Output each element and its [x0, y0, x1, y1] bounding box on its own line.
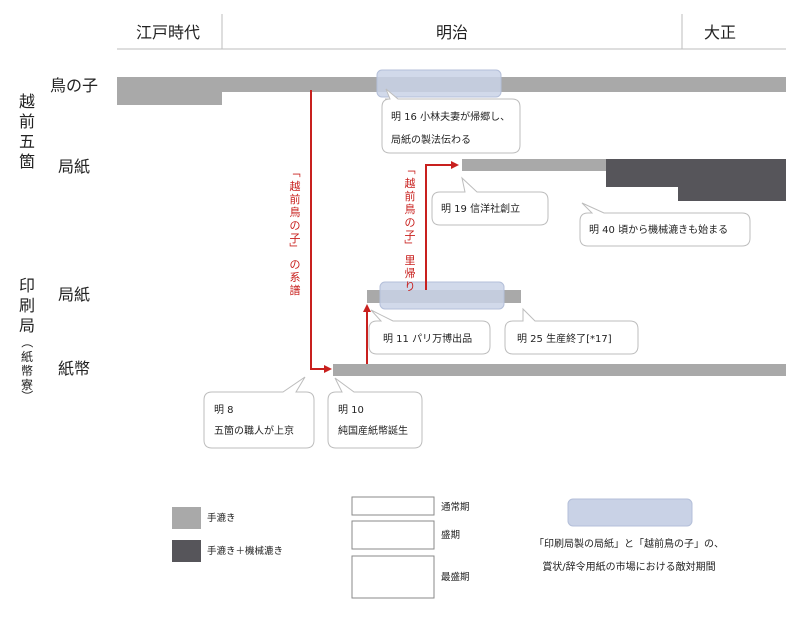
group-sub-char: 紙 [21, 349, 33, 364]
red-char: 」 [403, 240, 416, 251]
callout-text: 局紙の製法伝わる [391, 133, 471, 146]
era-edo: 江戸時代 [136, 23, 200, 42]
callout-bubble [368, 309, 491, 355]
legend-swatch-hand [172, 507, 201, 529]
callout-text: 明 19 信洋社創立 [441, 202, 520, 215]
group-sub-char: （ [20, 336, 34, 348]
bar-kyokushi-echizen-machine-peak [606, 159, 786, 187]
callout-text: 明 11 パリ万博出品 [383, 332, 472, 345]
red-char: 譜 [290, 283, 301, 297]
bars [117, 77, 786, 376]
callout-bubble [579, 202, 751, 247]
group-char: 越 [19, 92, 35, 111]
callout-m25: 明 25 生産終了[*17] [504, 307, 639, 355]
callout-bubble [203, 376, 315, 449]
legend-swatch-rivalry [567, 498, 693, 527]
callout-text: 明 25 生産終了[*17] [517, 332, 612, 345]
group-char: 前 [19, 112, 35, 131]
group-label-insatsu: 印 刷 局 （ 紙 幣 寮 ） [19, 276, 35, 402]
row-label-kyokushi-echizen: 局紙 [58, 157, 90, 176]
red-label-return: 「 越 前 鳥 の 子 」 里 帰 り [403, 164, 416, 294]
group-char: 刷 [19, 296, 35, 315]
red-char: の [290, 258, 301, 271]
callout-m40: 明 40 頃から機械漉きも始まる [579, 202, 751, 247]
callout-m19: 明 19 信洋社創立 [431, 176, 549, 226]
callout-text: 五箇の職人が上京 [214, 424, 294, 437]
bar-kyokushi-echizen-hand [462, 159, 608, 171]
legend-label-normal: 通常期 [441, 501, 470, 513]
row-label-kyokushi-insatsu: 局紙 [58, 285, 90, 304]
rivalry-period-torinoko [376, 69, 502, 98]
callout-text: 明 40 頃から機械漉きも始まる [589, 223, 728, 236]
callout-m8: 明 8 五箇の職人が上京 [203, 376, 315, 449]
arrow-lineage-to-shihei [310, 90, 332, 373]
lineage-arrows [310, 90, 459, 373]
callout-m10: 明 10 純国産紙幣誕生 [327, 377, 423, 449]
legend-swatch-hand-machine [172, 540, 201, 562]
group-sub-char: ） [20, 390, 34, 402]
legend-label-rivalry-2: 賞状/辞令用紙の市場における敵対期間 [542, 560, 715, 573]
red-char: 系 [290, 271, 301, 284]
group-label-echizen: 越 前 五 箇 [19, 92, 35, 171]
legend-label-hand: 手漉き [207, 512, 236, 524]
callout-text: 純国産紙幣誕生 [338, 424, 408, 437]
legend-label-rivalry-1: 「印刷局製の局紙」と「越前鳥の子」の、 [534, 537, 724, 550]
legend-label-top-peak: 最盛期 [441, 571, 470, 583]
red-char: 帰 [405, 267, 416, 280]
group-char: 印 [19, 276, 35, 295]
red-char: 里 [405, 254, 416, 267]
callout-text: 明 10 [338, 404, 364, 416]
red-char: 前 [290, 192, 301, 206]
red-char: 前 [405, 189, 416, 203]
group-char: 局 [19, 316, 35, 335]
red-char: 越 [290, 179, 301, 193]
red-char: 鳥 [405, 202, 416, 216]
red-char: 鳥 [290, 205, 301, 219]
red-char: 「 [288, 167, 301, 178]
red-char: の [290, 219, 301, 232]
legend-label-peak: 盛期 [441, 529, 460, 541]
red-char: 「 [403, 164, 416, 175]
callout-bubble [504, 307, 639, 355]
callout-m11: 明 11 パリ万博出品 [368, 309, 491, 355]
callout-bubble [381, 88, 521, 154]
red-label-lineage: 「 越 前 鳥 の 子 」 の 系 譜 [288, 167, 301, 298]
era-taisho: 大正 [704, 23, 736, 42]
bar-torinoko-edo-peak [117, 92, 222, 105]
legend-box-top-peak [351, 555, 435, 599]
row-label-torinoko: 鳥の子 [50, 76, 98, 95]
callout-text: 明 16 小林夫妻が帰郷し、 [391, 110, 510, 123]
callout-text: 明 8 [214, 404, 234, 416]
row-label-shihei: 紙幣 [58, 359, 90, 378]
red-char: の [405, 216, 416, 229]
era-header: 江戸時代 明治 大正 [117, 14, 786, 50]
group-sub-char: 寮 [21, 377, 33, 392]
red-char: 越 [405, 176, 416, 190]
arrow-return-to-echizen [425, 161, 459, 290]
callout-bubble [327, 377, 423, 449]
rivalry-period-kyokushi [379, 281, 505, 310]
red-char: 」 [288, 243, 301, 254]
red-char: 子 [405, 229, 416, 242]
callout-bubble [431, 176, 549, 226]
era-meiji: 明治 [436, 23, 468, 42]
legend-box-normal [351, 496, 435, 516]
legend-box-peak [351, 520, 435, 550]
legend-label-hand-machine: 手漉き＋機械漉き [207, 545, 283, 557]
bar-kyokushi-echizen-machine-top-peak [678, 187, 786, 201]
legend: 手漉き 手漉き＋機械漉き 通常期 盛期 最盛期 「印刷局製の局紙」と「越前鳥の子… [172, 496, 724, 599]
group-sub-char: 幣 [21, 364, 33, 378]
red-char: 子 [290, 232, 301, 245]
group-char: 箇 [19, 152, 35, 171]
bar-shihei [333, 364, 786, 376]
group-char: 五 [19, 132, 35, 151]
callout-m16: 明 16 小林夫妻が帰郷し、 局紙の製法伝わる [381, 88, 521, 154]
red-char: り [405, 280, 416, 293]
